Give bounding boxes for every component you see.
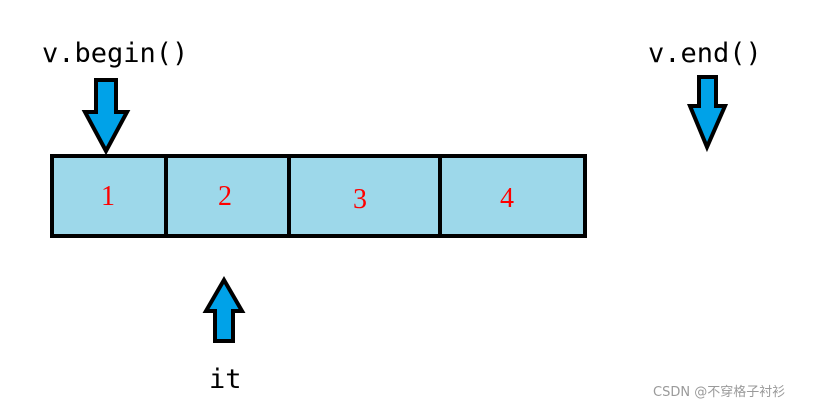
end-label: v.end(): [648, 38, 762, 69]
cell-4-box: [438, 154, 587, 238]
iterator-arrow-up-icon: [202, 276, 246, 343]
begin-label: v.begin(): [42, 38, 188, 69]
cell-3-value: 3: [353, 184, 367, 215]
cell-2-value: 2: [218, 181, 232, 212]
cell-2-box: [164, 154, 291, 238]
cell-3-box: [287, 154, 442, 238]
cell-1-value: 1: [101, 181, 115, 212]
watermark: CSDN @不穿格子衬衫: [653, 384, 785, 400]
cell-1-box: [50, 154, 168, 238]
iterator-label: it: [209, 364, 242, 395]
end-arrow-down-icon: [687, 75, 729, 153]
begin-arrow-down-icon: [81, 78, 131, 156]
vector-cells: 1 2 3 4: [50, 154, 587, 238]
cell-4-value: 4: [500, 183, 514, 214]
